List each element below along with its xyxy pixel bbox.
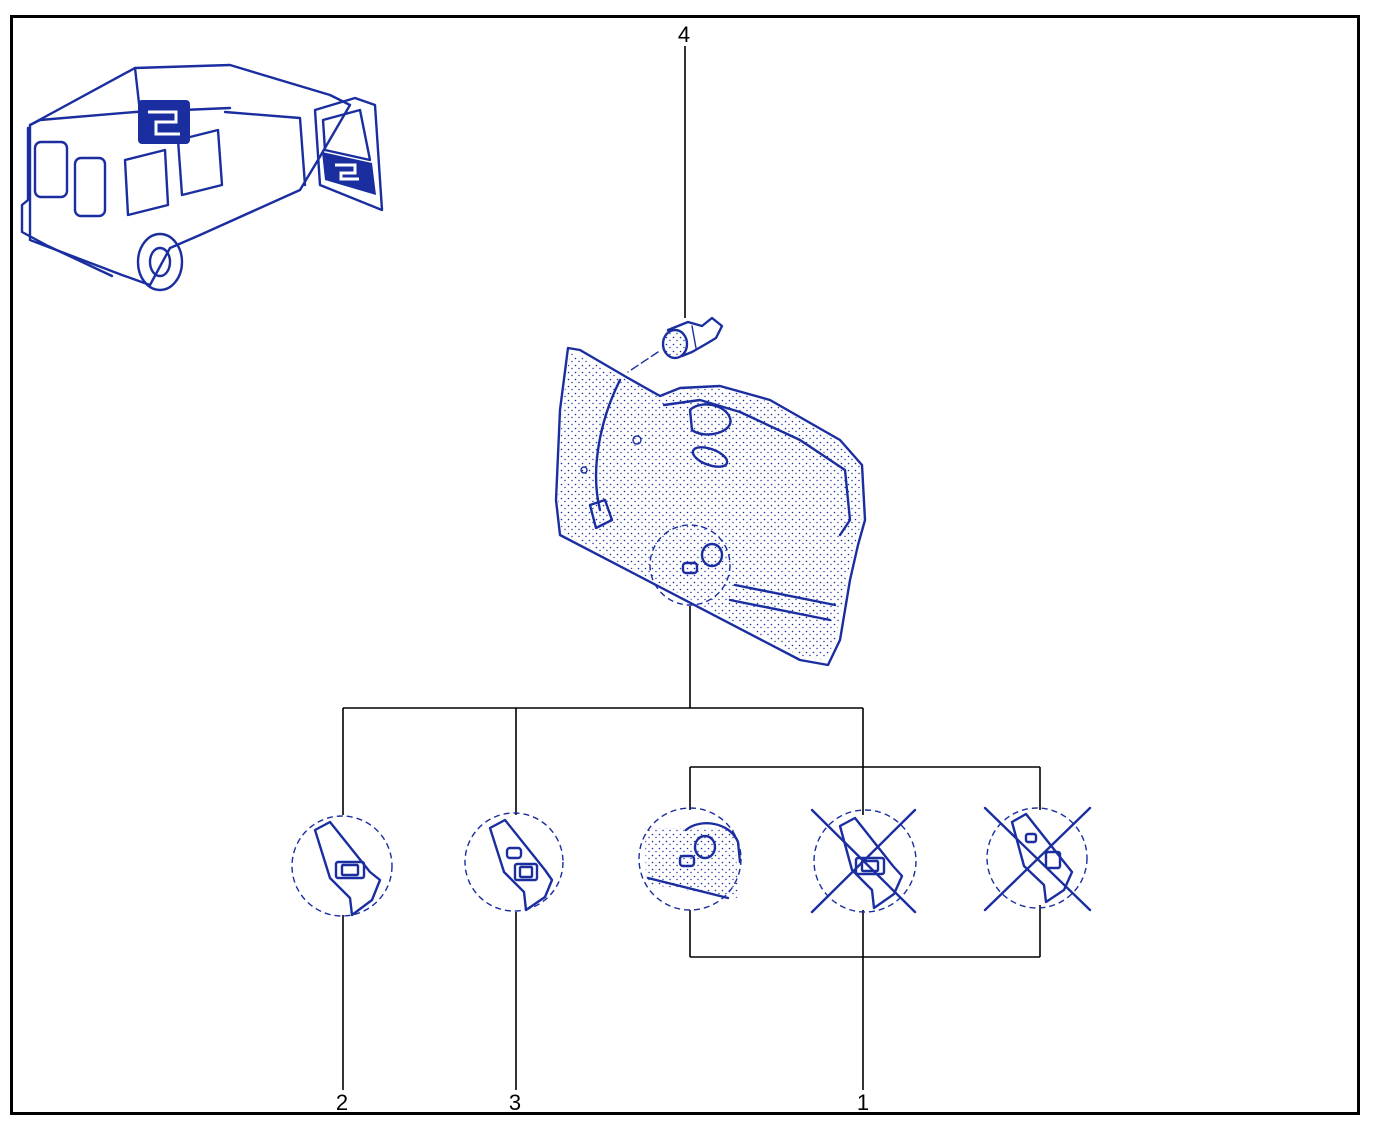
callout-1: 1 [857, 1090, 869, 1115]
callout-4: 4 [678, 22, 690, 47]
leader-lines [342, 46, 1041, 1090]
callout-3: 3 [509, 1090, 521, 1115]
door-trim-panel [554, 346, 867, 667]
variant-2-detail [291, 815, 393, 917]
variant-3-detail [464, 812, 564, 912]
van-illustration [20, 63, 384, 292]
callout-2: 2 [336, 1090, 348, 1115]
variant-1b-detail [810, 808, 917, 914]
detail-zoom-circle [649, 524, 731, 606]
variant-1a-detail [638, 807, 742, 911]
clip-fastener [627, 316, 724, 373]
variant-1c-detail [983, 806, 1092, 912]
